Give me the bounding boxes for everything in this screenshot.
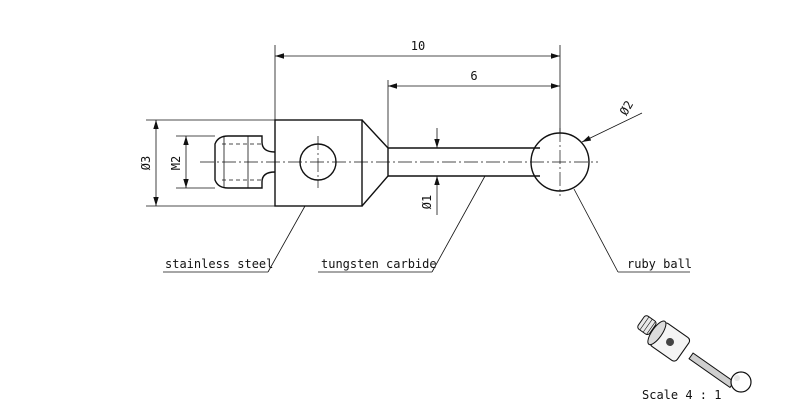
threaded-shank — [214, 135, 276, 189]
tip-material-label: ruby ball — [627, 257, 692, 271]
dim-body-diameter-text: Ø3 — [139, 156, 153, 170]
callout-body-material: stainless steel — [163, 205, 306, 273]
scale-label: Scale 4 : 1 — [642, 388, 721, 402]
dimension-thread: M2 — [169, 135, 215, 189]
dim-stem-diameter-text: Ø1 — [420, 195, 434, 209]
isometric-preview — [637, 315, 752, 393]
callout-stem-material: tungsten carbide — [318, 175, 486, 273]
carbide-stem — [388, 147, 540, 177]
dimension-body-diameter: Ø3 — [139, 119, 275, 207]
steel-body — [274, 119, 389, 207]
dim-ball-diameter-text: Ø2 — [617, 98, 636, 118]
dim-stem-length-text: 6 — [470, 69, 477, 83]
callout-tip-material: ruby ball — [573, 188, 692, 273]
dimension-overall-length: 10 — [274, 39, 561, 133]
dim-overall-length-text: 10 — [411, 39, 425, 53]
dimension-stem-diameter: Ø1 — [420, 128, 440, 215]
dim-thread-text: M2 — [169, 156, 183, 170]
dimension-ball-diameter: Ø2 — [581, 98, 643, 143]
stem-material-label: tungsten carbide — [321, 257, 437, 271]
body-material-label: stainless steel — [165, 257, 273, 271]
dimension-stem-length: 6 — [387, 69, 560, 148]
